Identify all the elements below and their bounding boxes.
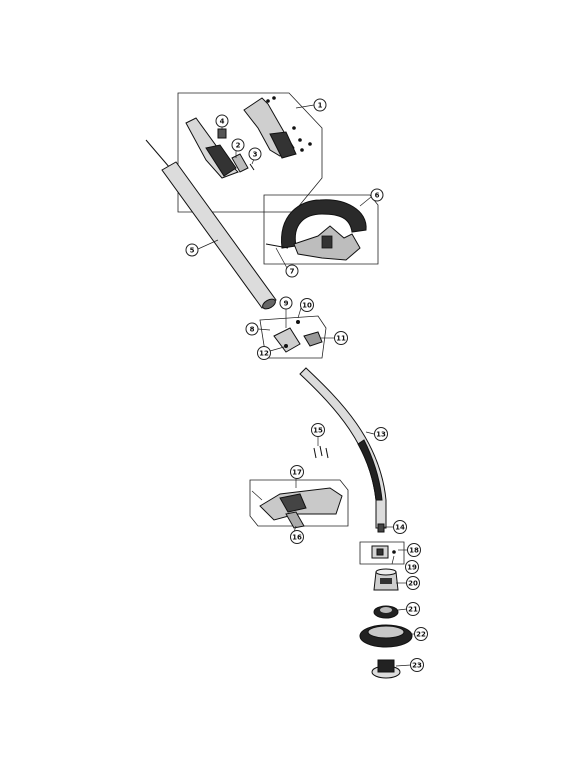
part-3-screw xyxy=(249,163,255,171)
callout-20: 20 xyxy=(406,576,420,590)
callout-7-label: 7 xyxy=(290,268,295,276)
callout-17-label: 17 xyxy=(292,469,302,477)
part-7-bolt xyxy=(265,243,289,249)
callout-5-label: 5 xyxy=(190,247,195,255)
panel-guard xyxy=(249,479,349,527)
callout-19: 19 xyxy=(405,560,419,574)
callout-20-label: 20 xyxy=(408,580,418,588)
callout-15: 15 xyxy=(311,423,325,437)
part-2-trigger xyxy=(231,153,249,173)
callout-10: 10 xyxy=(300,298,314,312)
callout-11: 11 xyxy=(334,331,348,345)
callout-9: 9 xyxy=(279,296,293,310)
callout-9-label: 9 xyxy=(284,300,289,308)
part-11-knob xyxy=(303,331,323,347)
callout-13: 13 xyxy=(374,427,388,441)
callout-7: 7 xyxy=(285,264,299,278)
callout-10-label: 10 xyxy=(302,302,312,310)
callout-22: 22 xyxy=(414,627,428,641)
callout-15-label: 15 xyxy=(313,427,323,435)
callout-11-label: 11 xyxy=(336,335,346,343)
part-17-guard xyxy=(259,487,343,521)
callout-21-label: 21 xyxy=(408,606,418,614)
part-23-bump-knob xyxy=(371,659,401,679)
part-10-nut xyxy=(296,320,300,324)
panel-assist-handle xyxy=(263,194,379,265)
part-16-line-cutter xyxy=(285,511,305,529)
part-13-lower-shaft xyxy=(299,367,387,529)
callout-14-label: 14 xyxy=(395,524,405,532)
callout-6: 6 xyxy=(370,188,384,202)
callout-4: 4 xyxy=(215,114,229,128)
part-1-handle-housing-halves xyxy=(185,96,312,179)
part-19-screw xyxy=(392,550,396,554)
part-6-assist-handle xyxy=(281,199,367,261)
callout-22-label: 22 xyxy=(416,631,426,639)
callout-21: 21 xyxy=(406,602,420,616)
part-18-mount-plate xyxy=(371,545,389,559)
callout-2-label: 2 xyxy=(236,142,241,150)
part-5-upper-shaft xyxy=(145,139,277,310)
part-15-screws xyxy=(313,445,329,459)
callout-3: 3 xyxy=(248,147,262,161)
callout-2: 2 xyxy=(231,138,245,152)
callout-19-label: 19 xyxy=(407,564,417,572)
callout-16-label: 16 xyxy=(292,534,302,542)
part-20-spool-hub xyxy=(373,568,399,591)
callout-6-label: 6 xyxy=(375,192,380,200)
callout-12-label: 12 xyxy=(259,350,269,358)
callout-23: 23 xyxy=(410,658,424,672)
part-14-shaft-end xyxy=(377,523,385,533)
callout-3-label: 3 xyxy=(253,151,258,159)
callout-13-label: 13 xyxy=(376,431,386,439)
callout-8-label: 8 xyxy=(250,326,255,334)
callout-1: 1 xyxy=(313,98,327,112)
callout-16: 16 xyxy=(290,530,304,544)
callout-8: 8 xyxy=(245,322,259,336)
callout-4-label: 4 xyxy=(220,118,225,126)
callout-23-label: 23 xyxy=(412,662,422,670)
callout-12: 12 xyxy=(257,346,271,360)
part-4-switch xyxy=(217,128,227,139)
callout-18-label: 18 xyxy=(409,547,419,555)
part-9-coupler-body xyxy=(273,327,301,353)
callout-1-label: 1 xyxy=(318,102,323,110)
part-12-nut xyxy=(284,344,288,348)
leader-lines xyxy=(197,104,415,667)
panel-handle-housing xyxy=(177,92,323,213)
part-21-spring xyxy=(373,605,399,619)
callout-5: 5 xyxy=(185,243,199,257)
callout-17: 17 xyxy=(290,465,304,479)
part-22-spool xyxy=(359,624,413,648)
callout-18: 18 xyxy=(407,543,421,557)
panel-head-mount xyxy=(359,541,405,565)
callout-14: 14 xyxy=(393,520,407,534)
